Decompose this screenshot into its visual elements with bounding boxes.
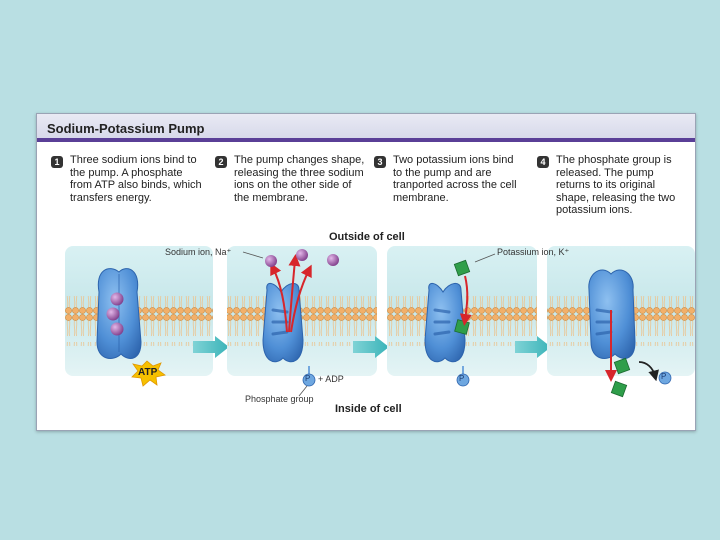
scene-3 bbox=[387, 246, 537, 387]
phosphate-p-1: P bbox=[305, 374, 311, 383]
scene-4 bbox=[547, 246, 695, 398]
step-4-text: The phosphate group is released. The pum… bbox=[556, 154, 676, 216]
potassium-ion-label: Potassium ion, K⁺ bbox=[497, 247, 570, 257]
transition-arrow-2 bbox=[353, 336, 389, 358]
potassium-ion bbox=[610, 380, 628, 398]
step-3-text: Two potassium ions bind to the pump and … bbox=[393, 154, 517, 204]
sodium-ion bbox=[327, 254, 339, 266]
sodium-ion bbox=[296, 249, 308, 261]
scene-2 bbox=[227, 246, 377, 397]
pump-illustration bbox=[65, 246, 695, 398]
sodium-ion bbox=[265, 255, 277, 267]
potassium-ion bbox=[454, 319, 470, 335]
phosphate-p-2: P bbox=[459, 374, 465, 383]
phosphate-label-leader bbox=[298, 385, 308, 397]
outside-of-cell-label: Outside of cell bbox=[329, 231, 405, 243]
step-1-text: Three sodium ions bind to the pump. A ph… bbox=[70, 154, 202, 204]
atp-label: ATP bbox=[138, 367, 158, 378]
step-2-number: 2 bbox=[215, 156, 227, 168]
scene-1 bbox=[65, 246, 213, 387]
phosphate-p-3: P bbox=[661, 372, 667, 381]
phosphate-1 bbox=[302, 373, 316, 387]
phosphate-2 bbox=[456, 373, 470, 387]
atp-burst bbox=[131, 360, 166, 387]
step-3-number: 3 bbox=[374, 156, 386, 168]
phosphate-group-label: Phosphate group bbox=[245, 394, 314, 404]
transition-arrow-3 bbox=[515, 336, 551, 358]
sodium-release-arrow bbox=[288, 254, 301, 333]
step-1-number: 1 bbox=[51, 156, 63, 168]
adp-label: + ADP bbox=[318, 374, 344, 384]
sodium-ion-label: Sodium ion, Na⁺ bbox=[165, 247, 232, 257]
sodium-release-arrow bbox=[290, 264, 312, 333]
title-bar: Sodium-Potassium Pump bbox=[37, 114, 695, 142]
sodium-ion bbox=[106, 307, 120, 321]
inside-of-cell-label: Inside of cell bbox=[335, 403, 402, 415]
sodium-ion bbox=[110, 292, 124, 306]
sodium-label-leader bbox=[242, 251, 264, 259]
potassium-ion bbox=[613, 357, 631, 375]
diagram-panel: Sodium-Potassium Pump 1 Three sodium ion… bbox=[36, 113, 696, 431]
sodium-release-arrow bbox=[270, 262, 288, 333]
step-2-text: The pump changes shape, releasing the th… bbox=[234, 154, 365, 204]
step-4-number: 4 bbox=[537, 156, 549, 168]
potassium-label-leader bbox=[474, 253, 496, 263]
sodium-ion bbox=[110, 322, 124, 336]
diagram-title: Sodium-Potassium Pump bbox=[47, 121, 205, 136]
phosphate-release-arrow bbox=[638, 361, 659, 382]
transition-arrow-1 bbox=[193, 336, 229, 358]
phosphate-3 bbox=[658, 371, 672, 385]
potassium-ion bbox=[453, 259, 471, 277]
potassium-entry-arrow bbox=[459, 275, 472, 326]
